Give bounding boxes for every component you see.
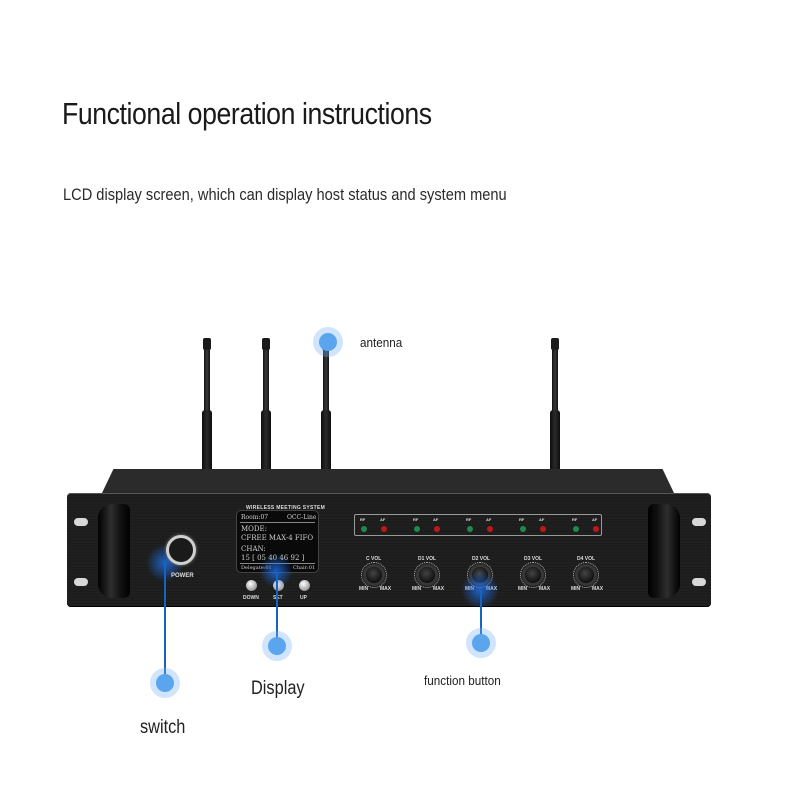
af-led-icon bbox=[593, 526, 599, 532]
antenna-4 bbox=[550, 338, 560, 470]
lcd-mode-label: MODE: bbox=[241, 525, 267, 533]
knob-label-d3-vol: D3 VOL bbox=[524, 556, 543, 562]
power-button[interactable] bbox=[166, 535, 196, 565]
rf-label: RF bbox=[413, 517, 419, 522]
up-button-label: UP bbox=[300, 595, 307, 601]
display-callout-marker bbox=[262, 631, 292, 661]
af-label: AF bbox=[433, 517, 439, 522]
rf-led-icon bbox=[361, 526, 367, 532]
antenna-1 bbox=[202, 338, 212, 470]
brand-label: WIRELESS MEETING SYSTEM bbox=[246, 505, 326, 511]
lcd-room: Room:07 bbox=[241, 514, 269, 521]
display-callout-line bbox=[276, 572, 278, 646]
chassis-top bbox=[102, 469, 674, 493]
rf-label: RF bbox=[360, 517, 366, 522]
antenna-3 bbox=[321, 338, 331, 470]
knob-min-label: MIN bbox=[518, 586, 528, 592]
knob-label-d1-vol: D1 VOL bbox=[418, 556, 437, 562]
lcd-chair: Chair:01 bbox=[293, 565, 316, 571]
knob-label-d2-vol: D2 VOL bbox=[472, 556, 491, 562]
lcd-mode-value: CFREE MAX-4 FIFO bbox=[241, 534, 314, 542]
knob-min-label: MIN bbox=[571, 586, 581, 592]
left-handle bbox=[98, 504, 130, 598]
af-label: AF bbox=[486, 517, 492, 522]
function-callout-label: function button bbox=[424, 673, 501, 688]
rf-led-icon bbox=[467, 526, 473, 532]
af-label: AF bbox=[539, 517, 545, 522]
knob-scale bbox=[520, 562, 546, 588]
rf-led-icon bbox=[573, 526, 579, 532]
rack-hole-icon bbox=[74, 578, 88, 586]
function-callout-line bbox=[480, 590, 482, 642]
af-led-icon bbox=[434, 526, 440, 532]
antenna-callout-marker bbox=[313, 327, 343, 357]
page-title: Functional operation instructions bbox=[62, 96, 432, 131]
rack-hole-icon bbox=[692, 518, 706, 526]
knob-max-label: MAX bbox=[433, 586, 445, 592]
right-handle bbox=[648, 504, 680, 598]
knob-c-vol[interactable] bbox=[366, 567, 382, 583]
knob-max-label: MAX bbox=[380, 586, 392, 592]
knob-scale bbox=[361, 562, 387, 588]
function-callout-marker bbox=[466, 628, 496, 658]
rf-label: RF bbox=[466, 517, 472, 522]
af-led-icon bbox=[487, 526, 493, 532]
knob-min-label: MIN bbox=[359, 586, 369, 592]
knob-min-label: MIN bbox=[412, 586, 422, 592]
lcd-chan-label: CHAN: bbox=[241, 545, 266, 553]
knob-label-d4-vol: D4 VOL bbox=[577, 556, 596, 562]
switch-callout-line bbox=[164, 560, 166, 684]
rack-hole-icon bbox=[74, 518, 88, 526]
af-led-icon bbox=[540, 526, 546, 532]
rf-led-icon bbox=[520, 526, 526, 532]
knob-scale bbox=[573, 562, 599, 588]
knob-label-c-vol: C VOL bbox=[366, 556, 382, 562]
display-callout-label: Display bbox=[251, 678, 305, 699]
switch-callout-marker bbox=[150, 668, 180, 698]
down-button-label: DOWN bbox=[243, 595, 259, 601]
page-subtitle: LCD display screen, which can display ho… bbox=[63, 185, 507, 204]
knob-max-label: MAX bbox=[539, 586, 551, 592]
knob-d1-vol[interactable] bbox=[419, 567, 435, 583]
indicator-panel bbox=[354, 514, 602, 536]
rf-led-icon bbox=[414, 526, 420, 532]
af-label: AF bbox=[592, 517, 598, 522]
switch-callout-label: switch bbox=[140, 717, 186, 738]
af-label: AF bbox=[380, 517, 386, 522]
up-button[interactable] bbox=[299, 580, 310, 591]
af-led-icon bbox=[381, 526, 387, 532]
knob-max-label: MAX bbox=[592, 586, 604, 592]
rack-hole-icon bbox=[692, 578, 706, 586]
lcd-delegate: Delegate:01 bbox=[241, 565, 272, 571]
power-label: POWER bbox=[171, 573, 194, 579]
down-button[interactable] bbox=[246, 580, 257, 591]
rf-label: RF bbox=[572, 517, 578, 522]
antenna-2 bbox=[261, 338, 271, 470]
knob-scale bbox=[414, 562, 440, 588]
antenna-callout-label: antenna bbox=[360, 335, 403, 350]
lcd-line-status: OCC-Line bbox=[287, 514, 317, 521]
rf-label: RF bbox=[519, 517, 525, 522]
knob-d4-vol[interactable] bbox=[578, 567, 594, 583]
knob-d3-vol[interactable] bbox=[525, 567, 541, 583]
